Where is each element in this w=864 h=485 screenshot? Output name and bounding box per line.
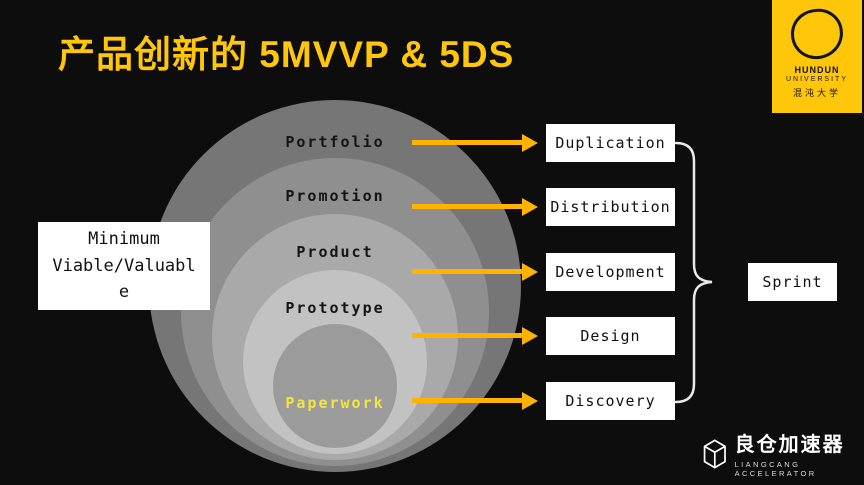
hundun-name-en: HUNDUN <box>794 65 840 75</box>
stage-box-discovery: Discovery <box>546 382 675 420</box>
arrow-promotion-to-distribution <box>412 197 538 216</box>
stage-box-duplication: Duplication <box>546 124 675 162</box>
ring-label-product: Product <box>296 243 374 261</box>
ring-label-promotion: Promotion <box>285 187 385 205</box>
arrow-prototype-to-design <box>412 326 538 345</box>
sprint-box: Sprint <box>748 263 837 301</box>
mvv-box: Minimum Viable/Valuable <box>38 222 210 310</box>
hundun-circle-icon <box>787 5 847 63</box>
slide-title: 产品创新的 5MVVP & 5DS <box>58 34 515 75</box>
stage-box-distribution: Distribution <box>546 188 675 226</box>
hundun-university-logo: HUNDUN UNIVERSITY 混沌大学 <box>772 0 862 113</box>
curly-brace <box>674 141 713 404</box>
liangcang-name: 良仓加速器 <box>734 434 845 456</box>
stage-box-design: Design <box>546 317 675 355</box>
stage-box-development: Development <box>546 253 675 291</box>
cube-icon <box>703 439 726 469</box>
ring-label-portfolio: Portfolio <box>285 133 385 151</box>
hundun-university-text: UNIVERSITY <box>785 76 848 83</box>
liangcang-text-block: 良仓加速器 LIANGCANG ACCELERATOR <box>735 434 864 478</box>
arrow-paperwork-to-discovery <box>412 391 538 410</box>
hundun-name-cn: 混沌大学 <box>792 88 841 98</box>
arrow-portfolio-to-duplication <box>412 133 538 152</box>
liangcang-subtitle: LIANGCANG ACCELERATOR <box>734 460 817 478</box>
ring-paperwork <box>273 324 397 448</box>
liangcang-logo: 良仓加速器 LIANGCANG ACCELERATOR <box>702 434 864 478</box>
arrow-product-to-development <box>412 262 538 281</box>
mvv-text: Minimum Viable/Valuable <box>52 229 196 303</box>
ring-label-prototype: Prototype <box>285 299 385 317</box>
ring-label-paperwork: Paperwork <box>285 394 385 412</box>
